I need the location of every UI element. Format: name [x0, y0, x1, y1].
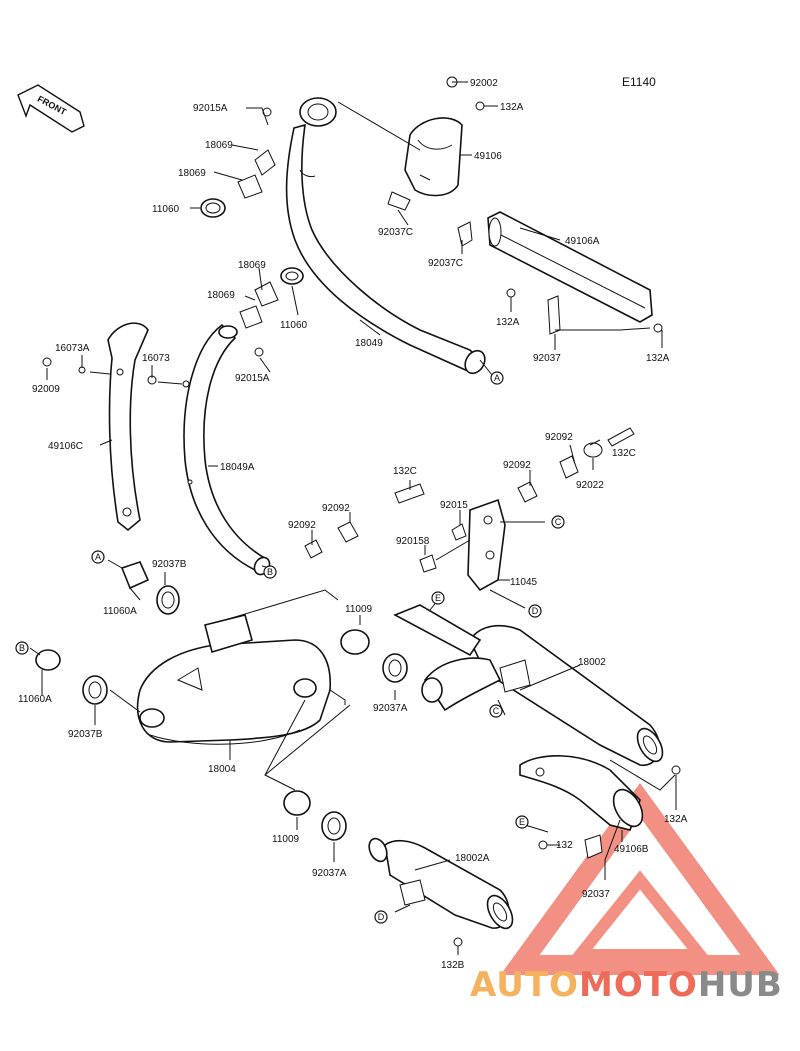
bracket-11045 — [304, 427, 635, 592]
part-label-11045: 11045 — [510, 577, 538, 588]
part-label-18069: 18069 — [178, 168, 206, 179]
part-label-132A: 132A — [664, 814, 688, 825]
part-label-18049A: 18049A — [220, 462, 255, 473]
part-label-92037C: 92037C — [428, 258, 463, 269]
watermark-hub: HUB — [698, 965, 783, 1005]
part-label-92092: 92092 — [545, 432, 573, 443]
part-label-11060: 11060 — [152, 204, 180, 215]
part-label-49106: 49106 — [474, 151, 502, 162]
diagram-code: E1140 — [622, 75, 656, 89]
part-label-920158: 920158 — [396, 536, 430, 547]
ref-marker-letter: A — [494, 373, 500, 383]
part-label-18069: 18069 — [205, 140, 233, 151]
part-label-132A: 132A — [500, 102, 524, 113]
part-label-92092: 92092 — [288, 520, 316, 531]
part-label-92015: 92015 — [440, 500, 468, 511]
ref-marker-letter: E — [435, 593, 441, 603]
part-label-49106B: 49106B — [614, 844, 649, 855]
part-label-92002: 92002 — [470, 78, 498, 89]
part-label-92037: 92037 — [582, 889, 610, 900]
ref-marker-letter: B — [267, 567, 273, 577]
leader-lines — [29, 81, 677, 955]
part-label-132A: 132A — [496, 317, 520, 328]
ref-marker-letter: C — [555, 517, 562, 527]
part-label-18069: 18069 — [238, 260, 266, 271]
part-label-92037B: 92037B — [68, 729, 103, 740]
front-arrow-icon: FRONT — [17, 84, 85, 133]
ref-marker-circle — [528, 604, 542, 618]
heat-shield-49106A — [487, 211, 653, 323]
part-label-18004: 18004 — [208, 764, 236, 775]
ref-marker-circle — [490, 371, 504, 385]
part-label-18002A: 18002A — [455, 853, 490, 864]
part-label-132C: 132C — [393, 466, 417, 477]
ref-marker-circle — [263, 565, 277, 579]
part-label-92037A: 92037A — [373, 703, 408, 714]
ref-marker-circle — [489, 704, 503, 718]
ref-marker-letter: A — [95, 552, 101, 562]
part-label-16073A: 16073A — [55, 343, 90, 354]
part-label-49106A: 49106A — [565, 236, 600, 247]
clamp-18069-set-mid — [239, 267, 304, 357]
ref-marker-circle — [91, 550, 105, 564]
part-label-18002: 18002 — [578, 657, 606, 668]
part-label-49106C: 49106C — [48, 441, 83, 452]
heat-shield-49106B — [519, 755, 681, 831]
sleeves-and-clamps — [35, 561, 603, 859]
part-label-11009: 11009 — [345, 604, 373, 615]
ref-marker-circle — [374, 910, 388, 924]
reference-markers: A B C D A E B C E D — [15, 371, 565, 924]
part-label-132B: 132B — [441, 960, 465, 971]
heat-shield-49106C — [107, 322, 149, 532]
part-label-92015A: 92015A — [193, 103, 228, 114]
exhaust-pipe-18049 — [285, 97, 486, 375]
muffler-18002 — [393, 604, 664, 766]
svg-text:AUTOMOTOHUB: AUTOMOTOHUB — [470, 965, 783, 1005]
ref-marker-circle — [515, 815, 529, 829]
collector-18004 — [136, 614, 331, 745]
part-label-92092: 92092 — [322, 503, 350, 514]
part-label-132C: 132C — [612, 448, 636, 459]
part-label-132A: 132A — [646, 353, 670, 364]
exhaust-pipe-18049A — [183, 323, 271, 576]
ref-marker-letter: D — [378, 912, 385, 922]
watermark-auto: AUTO — [470, 965, 579, 1005]
part-label-92092: 92092 — [503, 460, 531, 471]
part-labels: 92002 132A 49106 92037C 92015A 18069 180… — [18, 78, 688, 971]
watermark-logo: AUTOMOTOHUB — [470, 965, 783, 1005]
part-label-11009: 11009 — [272, 834, 300, 845]
part-label-92015A: 92015A — [235, 373, 270, 384]
ref-marker-letter: B — [19, 643, 25, 653]
part-label-11060: 11060 — [280, 320, 308, 331]
part-label-92037: 92037 — [533, 353, 561, 364]
ref-marker-circle — [551, 515, 565, 529]
part-label-92037B: 92037B — [152, 559, 187, 570]
ref-marker-circle — [431, 591, 445, 605]
ref-marker-letter: D — [532, 606, 539, 616]
ref-marker-letter: C — [493, 706, 500, 716]
part-label-92037C: 92037C — [378, 227, 413, 238]
part-label-16073: 16073 — [142, 353, 170, 364]
heat-shield-49106 — [404, 117, 463, 197]
ref-marker-letter: E — [519, 817, 525, 827]
muffler-18002A — [368, 837, 514, 947]
part-label-92009: 92009 — [32, 384, 60, 395]
part-label-18069: 18069 — [207, 290, 235, 301]
watermark-moto: MOTO — [579, 965, 698, 1005]
part-label-11060A: 11060A — [103, 606, 137, 617]
part-label-92037A: 92037A — [312, 868, 347, 879]
watermark-triangle — [500, 782, 780, 975]
part-label-11060A: 11060A — [18, 694, 52, 705]
ref-marker-circle — [15, 641, 29, 655]
part-label-18049: 18049 — [355, 338, 383, 349]
clamp-18069-set-top — [200, 107, 276, 218]
part-label-132: 132 — [556, 840, 573, 851]
part-label-92022: 92022 — [576, 480, 604, 491]
